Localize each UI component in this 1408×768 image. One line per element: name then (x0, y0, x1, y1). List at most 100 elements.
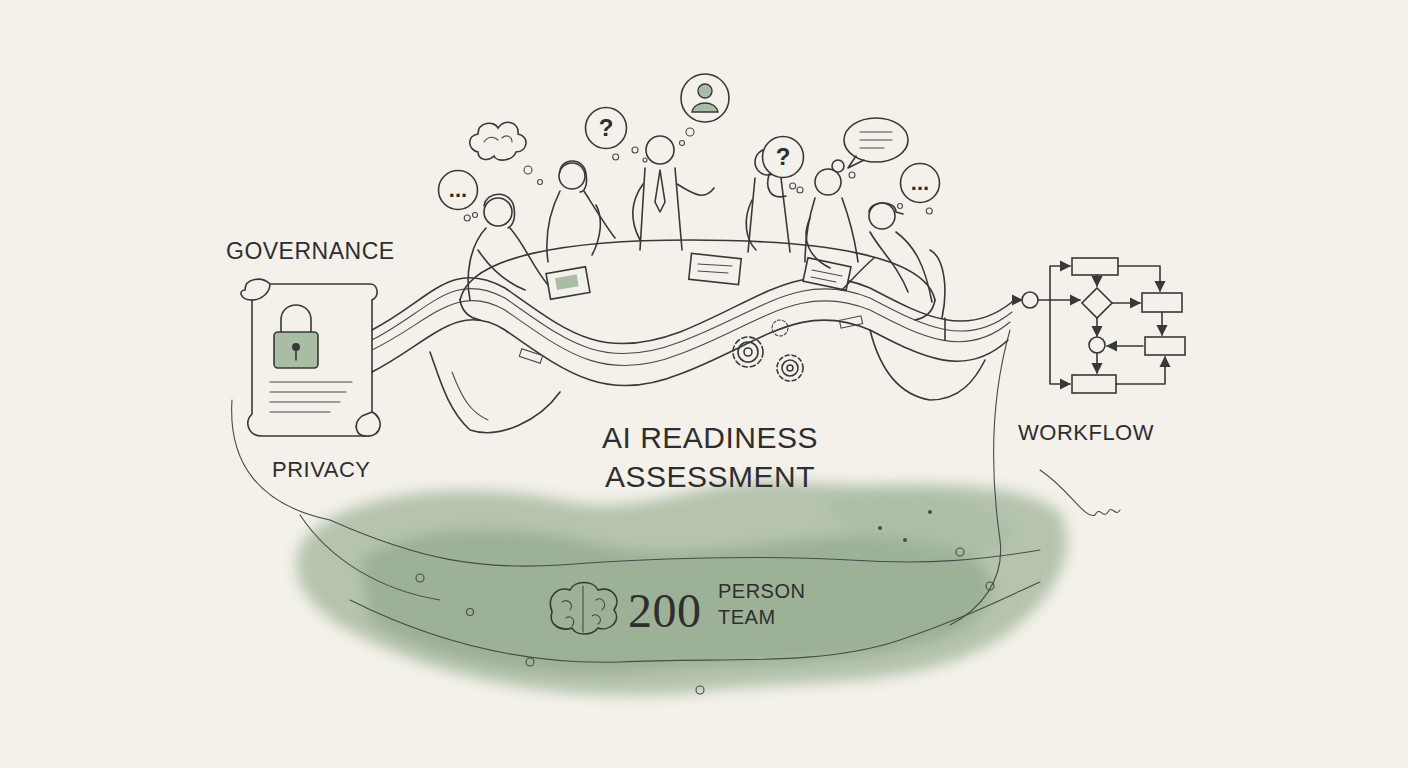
speech-bubble: ... (899, 162, 941, 204)
workflow-chart-part (1161, 312, 1163, 335)
people-part (468, 228, 486, 300)
gears-part (738, 342, 758, 362)
thought-bubbles-part (849, 172, 855, 178)
meeting-table-part (915, 300, 935, 320)
central-title: AI READINESS ASSESSMENT (575, 418, 845, 496)
flow-lines-part (526, 658, 534, 666)
people-part (484, 198, 512, 226)
brain-icon-part (562, 586, 604, 632)
flow-lines-part (1040, 470, 1120, 516)
thought-bubbles-part (692, 103, 718, 112)
governance-scroll (241, 279, 380, 436)
governance-scroll-part (252, 284, 270, 300)
bubble-tail (790, 183, 796, 189)
ribbon-part (870, 330, 985, 400)
section-label: PRIVACY (272, 455, 370, 484)
thought-bubbles-part (632, 147, 638, 153)
watercolor-wash-part (360, 530, 991, 674)
workflow-chart-part (1107, 345, 1143, 347)
watercolor-wash-part (820, 488, 1015, 556)
workflow-chart-part (1082, 288, 1112, 318)
speech-bubble: ... (437, 169, 479, 211)
section-label-text: PRIVACY (272, 455, 370, 484)
flow-lines-part (986, 582, 994, 590)
bubble-text: ... (449, 178, 467, 202)
ribbon-part (430, 352, 560, 433)
thought-bubbles-part (473, 213, 478, 218)
ribbon-part (519, 349, 542, 363)
bubble-text: ? (776, 144, 791, 170)
ribbon-part (372, 300, 1010, 365)
gears-part (787, 365, 793, 371)
thought-bubbles-part (686, 128, 694, 136)
people-part (547, 191, 560, 262)
thought-bubbles-part (844, 118, 908, 162)
flow-lines-part (696, 686, 704, 694)
watercolor-wash (297, 481, 1067, 696)
workflow-chart-part (1050, 300, 1070, 384)
gears-part (772, 320, 788, 336)
governance-scroll-part (274, 332, 318, 368)
speech-bubble: ? (584, 106, 628, 150)
people-part (832, 160, 844, 172)
ribbon-part (372, 320, 1008, 386)
gears-part (733, 337, 763, 367)
people-part (510, 228, 548, 285)
bubble-shape (586, 108, 627, 149)
bubble-shape (439, 171, 478, 210)
ribbon-part (372, 289, 1012, 354)
section-label-text: GOVERNANCE (226, 236, 395, 266)
workflow-chart (1012, 258, 1185, 393)
thought-bubbles-part (484, 136, 512, 142)
flow-lines-part (467, 609, 474, 616)
central-title-text: AI READINESS ASSESSMENT (575, 418, 845, 496)
workflow-chart-part (1112, 302, 1140, 304)
gears (733, 320, 803, 381)
brain-icon-part (550, 583, 616, 635)
governance-scroll-part (270, 382, 352, 412)
brain-icon (550, 583, 616, 635)
section-label: GOVERNANCE (226, 236, 395, 266)
bubble-tail (464, 215, 470, 221)
workflow-chart-part (1050, 299, 1080, 301)
meeting-table-part (689, 253, 741, 284)
bubble-text: ... (911, 171, 929, 195)
gears-part (777, 355, 803, 381)
governance-scroll-part (295, 350, 297, 360)
meeting-table-part (811, 270, 842, 282)
workflow-chart-part (1038, 266, 1070, 300)
bubble-text: ? (599, 115, 614, 141)
ribbon-part (452, 372, 488, 420)
workflow-chart-part (1022, 292, 1038, 308)
people-part (655, 170, 665, 212)
people-part (560, 161, 587, 192)
workflow-chart-part (1118, 266, 1160, 291)
thought-bubbles-part (848, 156, 864, 168)
people-part (842, 258, 874, 290)
flow-lines-part (416, 574, 424, 582)
thought-bubbles-part (680, 141, 685, 146)
gears-part (744, 348, 752, 356)
watercolor-wash-part (297, 481, 1067, 696)
people-part (869, 203, 903, 214)
people-part (806, 218, 830, 268)
thought-bubbles-part (524, 166, 532, 174)
section-label: WORKFLOW (1018, 418, 1154, 447)
thought-bubbles-part (898, 204, 903, 209)
meeting-table-part (460, 240, 935, 300)
workflow-chart-part (1096, 353, 1098, 373)
people-part (592, 205, 600, 255)
section-label-text: WORKFLOW (1018, 418, 1154, 447)
meeting-table (460, 240, 935, 320)
workflow-chart-part (1012, 300, 1022, 302)
people-part (746, 200, 756, 250)
people-part (870, 232, 932, 302)
meeting-table-part (460, 300, 480, 320)
workflow-chart-part (1096, 275, 1098, 286)
workflow-chart-part (1089, 337, 1105, 353)
people-part (805, 198, 858, 262)
meeting-table-part (698, 264, 732, 273)
people-part (484, 194, 515, 228)
